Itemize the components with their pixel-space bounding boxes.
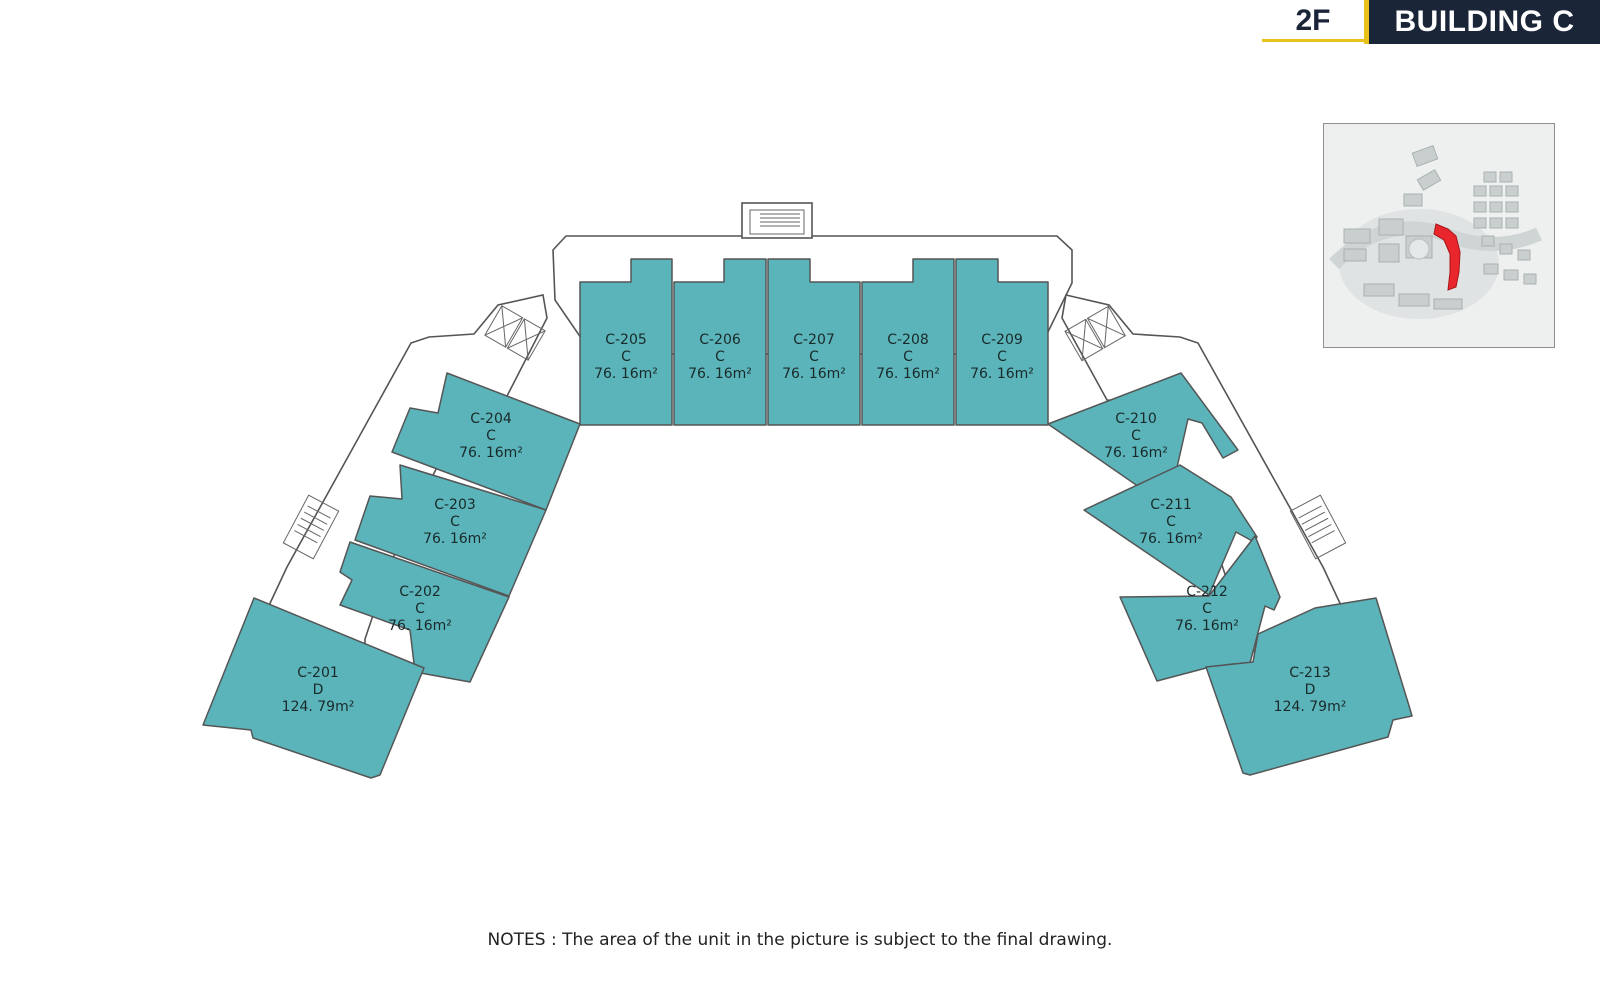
floor-label: 2F [1262, 0, 1364, 42]
notes-text: NOTES : The area of the unit in the pict… [487, 930, 1113, 950]
svg-text:C-209: C-209 [981, 332, 1023, 348]
unit-c-213[interactable] [1205, 597, 1413, 776]
svg-text:76. 16m²: 76. 16m² [970, 366, 1034, 382]
svg-text:76. 16m²: 76. 16m² [388, 618, 452, 634]
unit-c-203[interactable] [354, 464, 547, 597]
unit-c-211[interactable] [1083, 464, 1258, 596]
building-c-highlight [1433, 223, 1461, 291]
svg-text:124. 79m²: 124. 79m² [282, 699, 355, 715]
svg-text:C-201: C-201 [297, 665, 339, 681]
site-map-image [1324, 124, 1554, 347]
svg-text:C-212: C-212 [1186, 584, 1228, 600]
unit-label-c-208: C-208 C 76. 16m² [876, 332, 940, 382]
unit-c-208[interactable] [861, 258, 955, 426]
svg-text:C: C [715, 349, 725, 365]
svg-text:C: C [450, 514, 460, 530]
unit-label-c-201: C-201 D 124. 79m² [282, 665, 355, 715]
svg-text:76. 16m²: 76. 16m² [1139, 531, 1203, 547]
unit-labels: C-205 C 76. 16m² C-206 C 76. 16m² C-207 … [282, 332, 1347, 715]
svg-text:D: D [1305, 682, 1316, 698]
svg-text:76. 16m²: 76. 16m² [459, 445, 523, 461]
svg-text:124. 79m²: 124. 79m² [1274, 699, 1347, 715]
svg-text:C: C [1166, 514, 1176, 530]
svg-text:76. 16m²: 76. 16m² [782, 366, 846, 382]
svg-text:76. 16m²: 76. 16m² [423, 531, 487, 547]
site-key-map [1323, 123, 1555, 348]
svg-text:C: C [1202, 601, 1212, 617]
unit-c-209[interactable] [955, 258, 1049, 426]
svg-text:C-207: C-207 [793, 332, 835, 348]
svg-text:C-213: C-213 [1289, 665, 1331, 681]
unit-label-c-213: C-213 D 124. 79m² [1274, 665, 1347, 715]
unit-label-c-205: C-205 C 76. 16m² [594, 332, 658, 382]
svg-text:C: C [486, 428, 496, 444]
unit-c-202[interactable] [339, 541, 510, 683]
unit-c-210[interactable] [1047, 372, 1239, 508]
svg-text:C: C [415, 601, 425, 617]
stair-icons [282, 209, 1347, 560]
unit-label-c-203: C-203 C 76. 16m² [423, 497, 487, 547]
svg-text:C-205: C-205 [605, 332, 647, 348]
svg-text:76. 16m²: 76. 16m² [594, 366, 658, 382]
svg-text:76. 16m²: 76. 16m² [1104, 445, 1168, 461]
svg-text:C-206: C-206 [699, 332, 741, 348]
svg-text:C: C [997, 349, 1007, 365]
unit-c-206[interactable] [673, 258, 767, 426]
svg-text:C-203: C-203 [434, 497, 476, 513]
svg-text:C: C [809, 349, 819, 365]
svg-text:C-204: C-204 [470, 411, 512, 427]
unit-c-204[interactable] [391, 372, 581, 511]
unit-c-201[interactable] [202, 597, 425, 779]
unit-label-c-202: C-202 C 76. 16m² [388, 584, 452, 634]
unit-label-c-204: C-204 C 76. 16m² [459, 411, 523, 461]
svg-text:D: D [313, 682, 324, 698]
unit-c-207[interactable] [767, 258, 861, 426]
svg-text:C-202: C-202 [399, 584, 441, 600]
building-label: BUILDING C [1364, 0, 1600, 44]
unit-label-c-209: C-209 C 76. 16m² [970, 332, 1034, 382]
unit-label-c-207: C-207 C 76. 16m² [782, 332, 846, 382]
unit-label-c-206: C-206 C 76. 16m² [688, 332, 752, 382]
svg-text:C: C [621, 349, 631, 365]
svg-text:C-208: C-208 [887, 332, 929, 348]
svg-text:C-210: C-210 [1115, 411, 1157, 427]
svg-text:C: C [1131, 428, 1141, 444]
svg-text:76. 16m²: 76. 16m² [688, 366, 752, 382]
svg-text:76. 16m²: 76. 16m² [1175, 618, 1239, 634]
unit-label-c-210: C-210 C 76. 16m² [1104, 411, 1168, 461]
unit-label-c-211: C-211 C 76. 16m² [1139, 497, 1203, 547]
svg-text:C: C [903, 349, 913, 365]
svg-text:C-211: C-211 [1150, 497, 1192, 513]
unit-label-c-212: C-212 C 76. 16m² [1175, 584, 1239, 634]
svg-text:76. 16m²: 76. 16m² [876, 366, 940, 382]
